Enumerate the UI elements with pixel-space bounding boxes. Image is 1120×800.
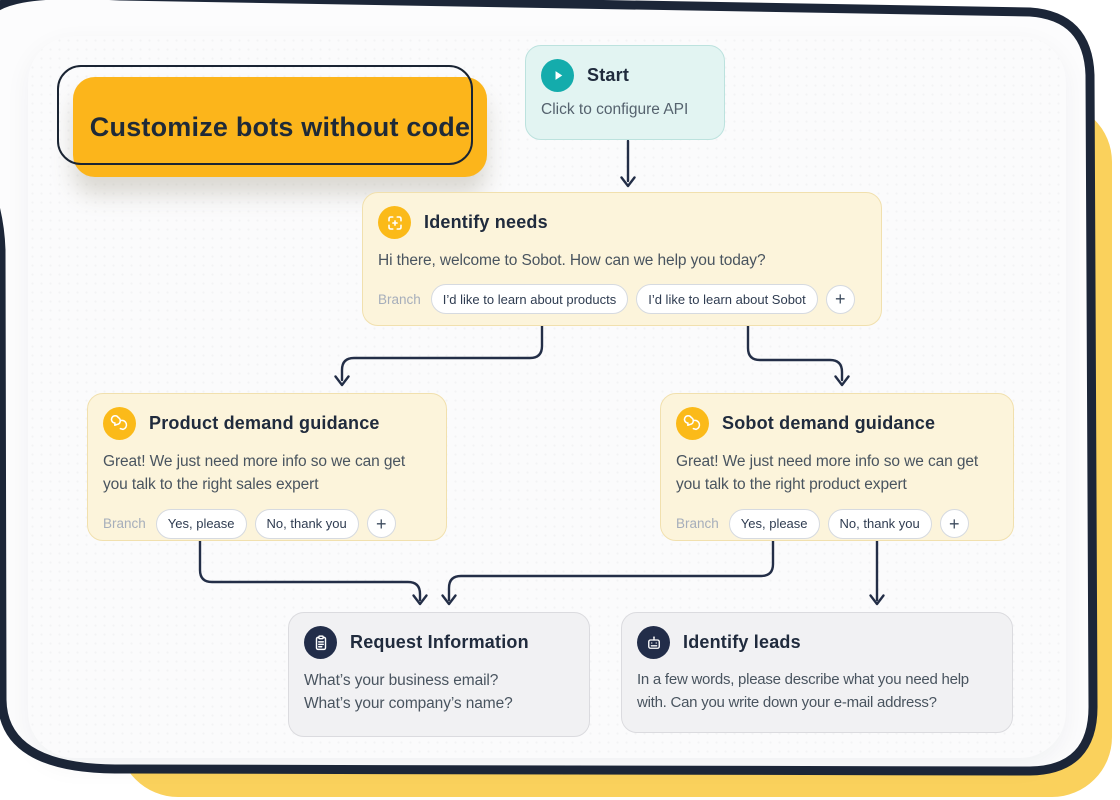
add-branch-button[interactable]: + bbox=[366, 509, 396, 538]
node-sobot-guidance-branches: Branch Yes, please No, thank you + bbox=[676, 508, 1003, 539]
add-branch-button[interactable]: + bbox=[939, 509, 969, 538]
node-identify-needs-message: Hi there, welcome to Sobot. How can we h… bbox=[378, 252, 766, 269]
message-line: Great! We just need more info so we can … bbox=[103, 453, 406, 470]
node-identify-needs[interactable]: Identify needs Hi there, welcome to Sobo… bbox=[362, 192, 882, 326]
branch-pill-learn-sobot[interactable]: I’d like to learn about Sobot bbox=[636, 284, 818, 315]
node-sobot-guidance-message: Great! We just need more info so we can … bbox=[676, 450, 1003, 497]
node-request-information[interactable]: Request Information What’s your business… bbox=[288, 612, 590, 737]
node-identify-leads-header: Identify leads bbox=[637, 626, 1004, 659]
node-product-guidance-branches: Branch Yes, please No, thank you + bbox=[103, 508, 436, 539]
message-line: Great! We just need more info so we can … bbox=[676, 453, 979, 470]
branch-pill-no-thank-you[interactable]: No, thank you bbox=[254, 508, 359, 539]
branch-pill-no-thank-you[interactable]: No, thank you bbox=[827, 508, 932, 539]
message-line: you talk to the right product expert bbox=[676, 476, 907, 494]
branch-pill-learn-products[interactable]: I’d like to learn about products bbox=[430, 284, 629, 315]
node-sobot-guidance-title: Sobot demand guidance bbox=[722, 413, 936, 433]
node-product-guidance-header: Product demand guidance bbox=[103, 407, 436, 440]
branch-pill-yes-please[interactable]: Yes, please bbox=[155, 508, 247, 539]
message-line: What’s your company’s name? bbox=[304, 695, 513, 713]
node-request-information-title: Request Information bbox=[350, 632, 529, 652]
message-line: with. Can you write down your e-mail add… bbox=[637, 693, 937, 711]
message-line: you talk to the right sales expert bbox=[103, 476, 319, 494]
branch-label: Branch bbox=[103, 516, 146, 531]
chat-bubbles-icon bbox=[103, 407, 136, 440]
node-start-subtitle: Click to configure API bbox=[541, 101, 689, 118]
headline-badge-outline bbox=[57, 65, 473, 165]
message-line: What’s your business email? bbox=[304, 672, 499, 689]
node-start-title: Start bbox=[587, 65, 630, 85]
node-sobot-guidance[interactable]: Sobot demand guidance Great! We just nee… bbox=[660, 393, 1014, 541]
node-identify-needs-title: Identify needs bbox=[424, 212, 548, 232]
chat-bubbles-icon bbox=[676, 407, 709, 440]
node-product-guidance-message: Great! We just need more info so we can … bbox=[103, 450, 436, 497]
branch-label: Branch bbox=[676, 516, 719, 531]
node-product-guidance[interactable]: Product demand guidance Great! We just n… bbox=[87, 393, 447, 541]
node-start[interactable]: Start Click to configure API bbox=[525, 45, 725, 140]
play-icon bbox=[541, 59, 574, 92]
node-product-guidance-title: Product demand guidance bbox=[149, 413, 380, 433]
message-line: In a few words, please describe what you… bbox=[637, 671, 969, 688]
add-branch-button[interactable]: + bbox=[825, 284, 855, 314]
node-sobot-guidance-header: Sobot demand guidance bbox=[676, 407, 1003, 440]
branch-pill-yes-please[interactable]: Yes, please bbox=[728, 508, 820, 539]
node-identify-needs-branches: Branch I’d like to learn about products … bbox=[378, 284, 871, 315]
scan-target-icon bbox=[378, 206, 411, 239]
node-identify-leads[interactable]: Identify leads In a few words, please de… bbox=[621, 612, 1013, 733]
branch-label: Branch bbox=[378, 291, 421, 307]
node-start-header: Start bbox=[541, 59, 714, 92]
node-identify-needs-header: Identify needs bbox=[378, 206, 871, 239]
node-identify-leads-message: In a few words, please describe what you… bbox=[637, 669, 1004, 714]
clipboard-icon bbox=[304, 626, 337, 659]
robot-icon bbox=[637, 626, 670, 659]
node-identify-leads-title: Identify leads bbox=[683, 632, 801, 652]
node-request-information-header: Request Information bbox=[304, 626, 579, 659]
node-request-information-message: What’s your business email? What’s your … bbox=[304, 669, 579, 716]
